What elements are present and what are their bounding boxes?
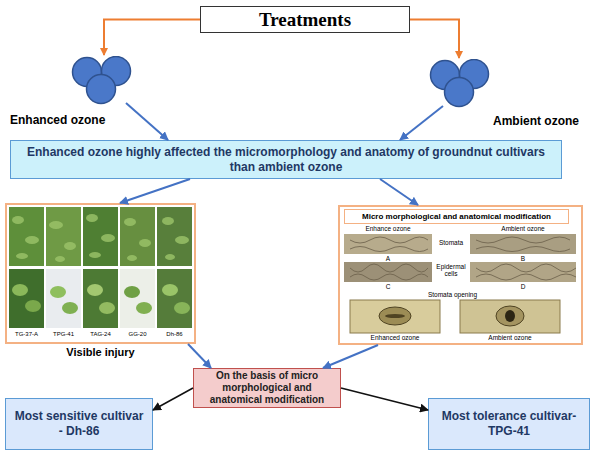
micrograph-label: C	[378, 284, 398, 291]
finding-band: Enhanced ozone highly affected the micro…	[10, 140, 562, 179]
micrograph	[470, 262, 576, 282]
result-box: Most sensitive cultivar - Dh-86	[5, 398, 153, 450]
micrograph-label: B	[513, 256, 533, 263]
micrograph-label: Stomata	[432, 240, 470, 247]
ozone-molecule	[87, 75, 116, 104]
micrograph	[344, 234, 432, 254]
cultivar-label: TAG-24	[82, 331, 119, 337]
result-box: Most tolerance cultivar- TPG-41	[428, 398, 590, 450]
cluster-label: Enhanced ozone	[10, 113, 105, 127]
stoma	[496, 306, 524, 326]
micrograph-label: Stomata opening	[415, 292, 490, 299]
ozone-cluster: Enhanced ozone	[8, 55, 143, 127]
arrow-connector	[380, 179, 418, 205]
micrograph-label: Epidermal cells	[432, 264, 470, 278]
micrograph-label: A	[378, 256, 398, 263]
micrograph-label: D	[513, 284, 533, 291]
photo	[83, 269, 118, 328]
ozone-cluster: Ambient ozone	[425, 58, 585, 128]
arrow-connector	[126, 103, 168, 140]
arrow-connector	[341, 388, 428, 410]
photo-panel: Visible injury	[5, 203, 196, 344]
box-text: On the basis of micro morphological and …	[198, 370, 336, 406]
stoma	[379, 307, 411, 325]
stoma-pore	[385, 314, 405, 318]
photo	[9, 207, 44, 266]
photo	[83, 207, 118, 266]
ozone-circles	[428, 59, 494, 109]
treatment-box: Treatments	[200, 6, 410, 33]
panel-caption: Visible injury	[7, 346, 194, 358]
micrograph	[344, 262, 432, 282]
photo	[120, 207, 155, 266]
ozone-circles	[70, 56, 136, 106]
leaf-closeups	[12, 284, 190, 314]
photo	[9, 269, 44, 328]
photo	[46, 207, 81, 266]
micrograph	[460, 300, 560, 333]
micrograph-label: Ambient ozone	[475, 335, 545, 342]
band-text: Enhanced ozone highly affected the micro…	[19, 145, 553, 175]
box-text: Most tolerance cultivar- TPG-41	[435, 409, 583, 439]
micrograph-label: Enhance ozone	[344, 226, 432, 233]
arrow-connector	[400, 106, 443, 140]
basis-box: On the basis of micro morphological and …	[193, 368, 341, 408]
photo	[157, 207, 192, 266]
photo	[157, 269, 192, 328]
micrograph	[470, 234, 576, 254]
stoma-pore	[505, 310, 515, 322]
ozone-molecule	[445, 78, 474, 107]
arrow-connector	[104, 20, 200, 56]
micrograph	[350, 300, 440, 333]
cluster-label: Ambient ozone	[493, 114, 579, 128]
panel-heading: Micro morphological and anatomical modif…	[344, 209, 569, 224]
arrow-connector	[153, 388, 193, 410]
box-title: Treatments	[259, 9, 351, 31]
micrographs	[344, 234, 576, 333]
box-text: Most sensitive cultivar - Dh-86	[12, 409, 146, 439]
photo	[46, 269, 81, 328]
cultivar-label: GG-20	[119, 331, 156, 337]
plant-photos	[9, 207, 192, 328]
leaves	[12, 214, 189, 262]
arrow-connector	[120, 179, 190, 203]
arrow-connector	[410, 20, 459, 59]
micrograph-label: Enhanced ozone	[360, 335, 430, 342]
arrow-connector	[188, 344, 211, 368]
photo	[120, 269, 155, 328]
cell-walls	[350, 237, 576, 280]
cultivar-label: TG-37-A	[8, 331, 45, 337]
arrow-connector	[323, 345, 378, 368]
cultivar-label: TPG-41	[45, 331, 82, 337]
cultivar-label: Dh-86	[156, 331, 193, 337]
micrograph-label: Ambient ozone	[478, 226, 568, 233]
